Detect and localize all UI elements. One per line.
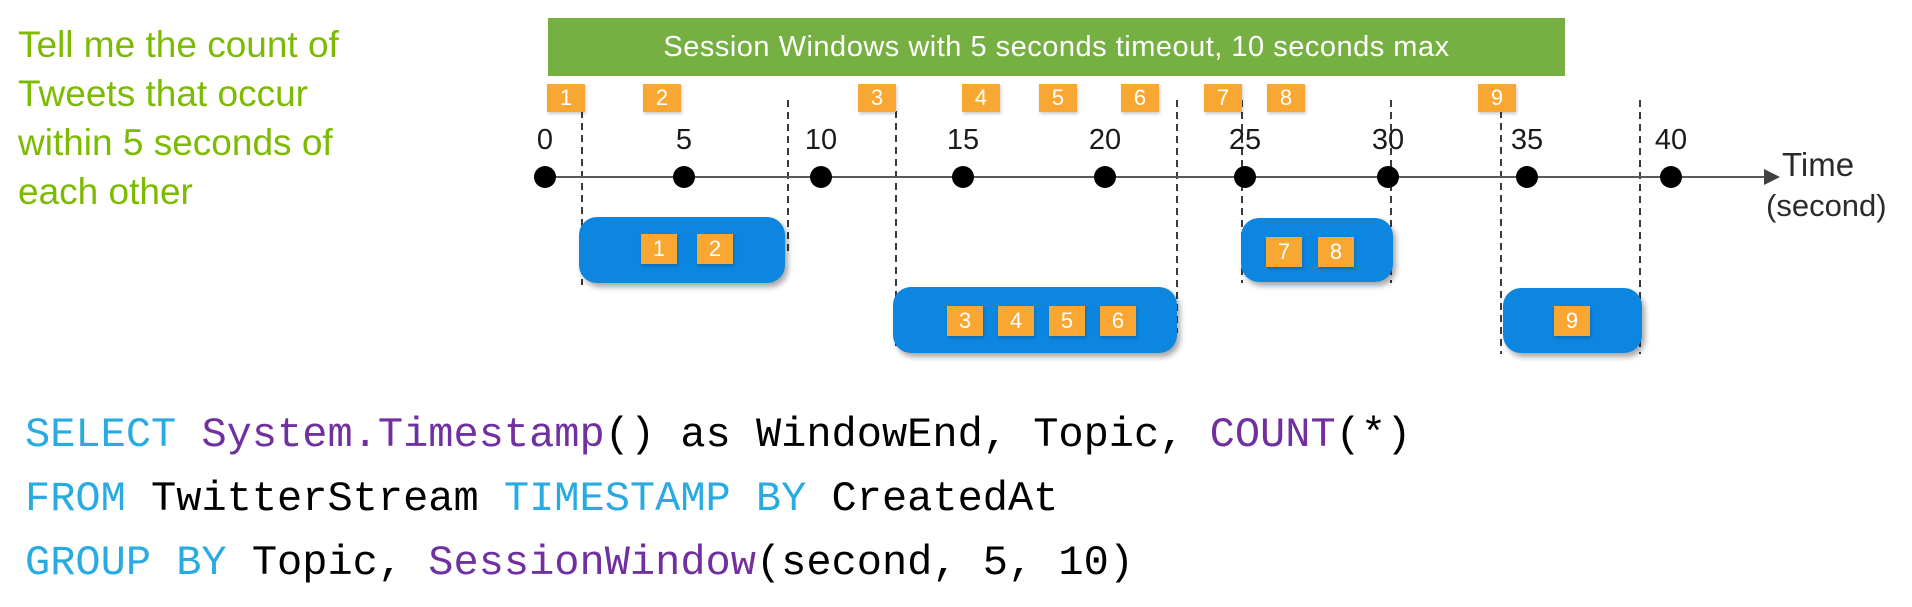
code-line: GROUP BY Topic, SessionWindow(second, 5,… <box>25 531 1411 595</box>
tick-dot <box>1234 166 1256 188</box>
code-token: FROM <box>25 475 126 523</box>
window-event-chip: 4 <box>998 306 1034 336</box>
time-axis-unit-label: (second) <box>1766 188 1887 223</box>
code-token: System.Timestamp <box>201 411 605 459</box>
event-marker: 9 <box>1478 84 1516 112</box>
tick-dot <box>1094 166 1116 188</box>
code-token: TIMESTAMP BY <box>503 475 807 523</box>
time-axis-line <box>545 176 1766 178</box>
window-event-chip: 1 <box>641 234 677 264</box>
prompt-line: each other <box>18 171 193 212</box>
session-window <box>1241 218 1393 282</box>
code-token: COUNT <box>1209 411 1336 459</box>
code-token: Topic, <box>226 539 429 587</box>
tick-label: 25 <box>1228 124 1262 156</box>
window-boundary-dash-line <box>1639 100 1641 354</box>
session-window <box>579 217 785 283</box>
event-marker: 1 <box>547 84 585 112</box>
code-token: GROUP BY <box>25 539 227 587</box>
code-token: CreatedAt <box>806 475 1059 523</box>
window-boundary-dash-line <box>581 111 583 285</box>
tick-label: 40 <box>1654 124 1688 156</box>
tick-label: 0 <box>536 124 554 156</box>
prompt-line: Tell me the count of <box>18 24 339 65</box>
event-marker: 7 <box>1204 84 1242 112</box>
code-token: SessionWindow <box>428 539 756 587</box>
event-marker: 3 <box>858 84 896 112</box>
window-event-chip: 5 <box>1049 306 1085 336</box>
tick-label: 5 <box>675 124 693 156</box>
window-boundary-dash-line <box>1176 100 1178 333</box>
window-boundary-dash-line <box>895 111 897 350</box>
code-line: FROM TwitterStream TIMESTAMP BY CreatedA… <box>25 467 1411 531</box>
window-event-chip: 8 <box>1318 237 1354 267</box>
tick-dot <box>1516 166 1538 188</box>
tick-dot <box>1660 166 1682 188</box>
code-token: (*) <box>1335 411 1412 459</box>
tick-dot <box>673 166 695 188</box>
window-boundary-dash-line <box>1500 111 1502 354</box>
code-line: SELECT System.Timestamp() as WindowEnd, … <box>25 403 1411 467</box>
tick-dot <box>1377 166 1399 188</box>
tick-dot <box>534 166 556 188</box>
event-marker: 8 <box>1267 84 1305 112</box>
window-boundary-dash-line <box>1241 100 1243 283</box>
tick-label: 35 <box>1510 124 1544 156</box>
code-token <box>176 411 201 459</box>
session-window-banner: Session Windows with 5 seconds timeout, … <box>548 18 1565 76</box>
window-event-chip: 7 <box>1266 237 1302 267</box>
event-marker: 2 <box>643 84 681 112</box>
code-token: (second, 5, 10) <box>755 539 1134 587</box>
tick-dot <box>952 166 974 188</box>
axis-arrowhead-icon <box>1764 169 1780 185</box>
event-marker: 6 <box>1121 84 1159 112</box>
tick-label: 10 <box>804 124 838 156</box>
window-event-chip: 6 <box>1100 306 1136 336</box>
tick-label: 15 <box>946 124 980 156</box>
window-event-chip: 9 <box>1554 306 1590 336</box>
tick-label: 30 <box>1371 124 1405 156</box>
code-token: SELECT <box>25 411 177 459</box>
window-boundary-dash-line <box>1390 100 1392 283</box>
tick-label: 20 <box>1088 124 1122 156</box>
tick-dot <box>810 166 832 188</box>
prompt-text: Tell me the count of Tweets that occur wit… <box>18 20 339 216</box>
code-token: () as WindowEnd, Topic, <box>604 411 1210 459</box>
event-marker: 4 <box>962 84 1000 112</box>
window-event-chip: 2 <box>697 234 733 264</box>
time-axis-label: Time <box>1782 146 1855 183</box>
window-event-chip: 3 <box>947 306 983 336</box>
sql-query-code: SELECT System.Timestamp() as WindowEnd, … <box>25 403 1411 595</box>
event-marker: 5 <box>1039 84 1077 112</box>
prompt-line: Tweets that occur <box>18 73 308 114</box>
prompt-line: within 5 seconds of <box>18 122 333 163</box>
code-token: TwitterStream <box>125 475 504 523</box>
